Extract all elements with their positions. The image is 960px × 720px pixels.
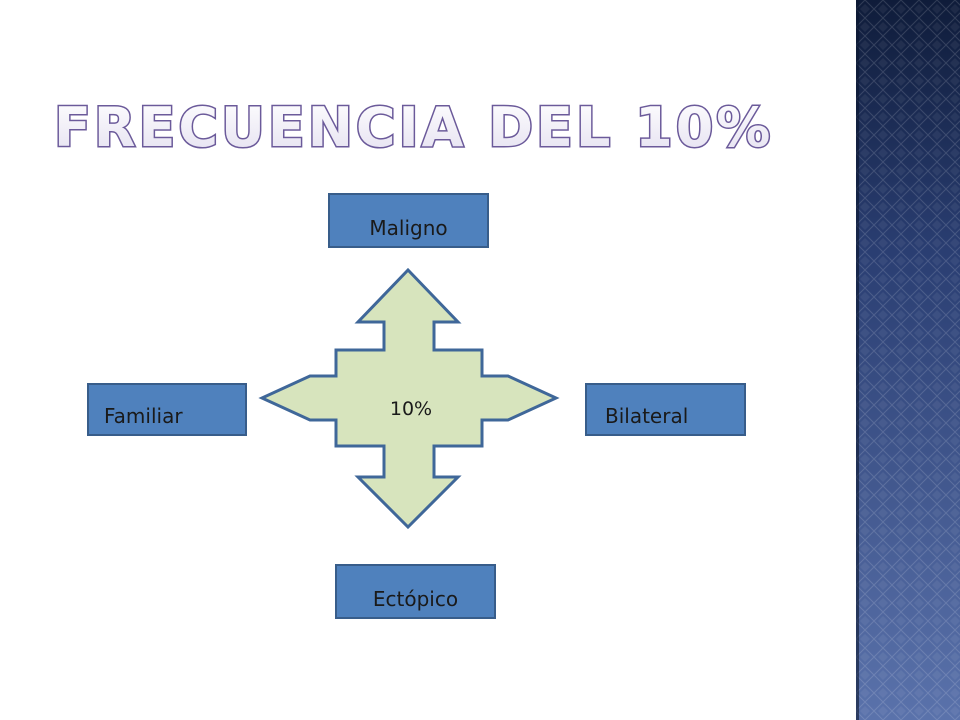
box-maligno: Maligno xyxy=(328,193,489,248)
box-ectopico: Ectópico xyxy=(335,564,496,619)
box-bilateral-label: Bilateral xyxy=(605,404,689,428)
slide-title-text: FRECUENCIA DEL 10% xyxy=(54,96,773,159)
box-maligno-label: Maligno xyxy=(369,216,448,240)
box-ectopico-label: Ectópico xyxy=(372,587,459,611)
side-decorative-band xyxy=(856,0,960,720)
box-bilateral: Bilateral xyxy=(585,383,746,436)
box-familiar: Familiar xyxy=(87,383,247,436)
slide-title: FRECUENCIA DEL 10% xyxy=(53,92,834,164)
box-familiar-label: Familiar xyxy=(104,404,183,428)
center-percentage-label: 10% xyxy=(389,398,433,420)
